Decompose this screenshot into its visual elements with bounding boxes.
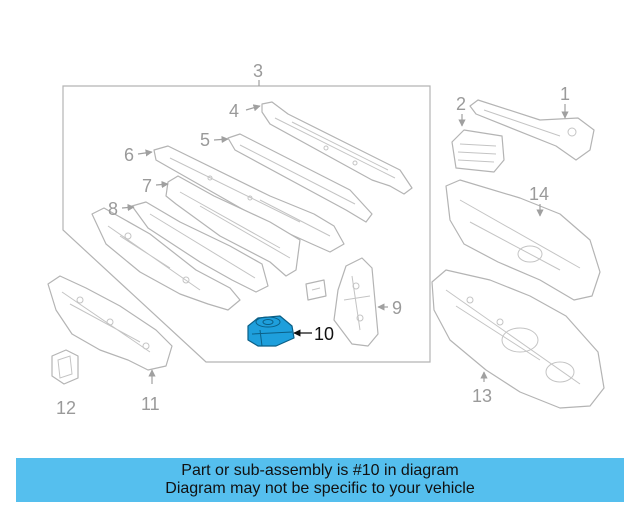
callout-11: 11 (141, 394, 160, 414)
callout-13: 13 (472, 386, 492, 406)
part-2[interactable] (451, 114, 505, 173)
callout-6: 6 (124, 145, 134, 165)
callout-7: 7 (142, 176, 152, 196)
callout-10: 10 (314, 324, 334, 344)
part-8[interactable] (131, 201, 269, 293)
callout-1: 1 (560, 84, 570, 104)
callout-5: 5 (200, 130, 210, 150)
callout-3: 3 (253, 61, 263, 81)
callout-14: 14 (529, 184, 549, 204)
callout-4: 4 (229, 101, 239, 121)
part-13[interactable] (431, 269, 605, 409)
small-bracket[interactable] (305, 279, 327, 301)
parts-diagram: 3 4 5 6 7 8 9 10 11 12 13 14 2 1 (47, 61, 605, 418)
callout-9: 9 (392, 298, 402, 318)
callout-8: 8 (108, 199, 118, 219)
part-1[interactable] (469, 99, 595, 161)
part-9[interactable] (333, 257, 388, 347)
part-14[interactable] (445, 179, 601, 301)
assembly-frame-3 (62, 80, 431, 363)
part-12[interactable] (51, 349, 79, 385)
callout-12: 12 (56, 398, 76, 418)
info-banner: Part or sub-assembly is #10 in diagram D… (16, 458, 624, 502)
part-11[interactable] (47, 275, 173, 384)
part-10[interactable] (247, 315, 312, 347)
part-7[interactable] (165, 175, 301, 277)
banner-line-2: Diagram may not be specific to your vehi… (165, 480, 475, 497)
callout-2: 2 (456, 94, 466, 114)
part-6[interactable] (153, 145, 345, 253)
part-5[interactable] (227, 133, 373, 223)
part-4[interactable] (261, 101, 413, 195)
banner-line-1: Part or sub-assembly is #10 in diagram (181, 462, 459, 479)
dash-panel-inner[interactable] (91, 207, 241, 311)
